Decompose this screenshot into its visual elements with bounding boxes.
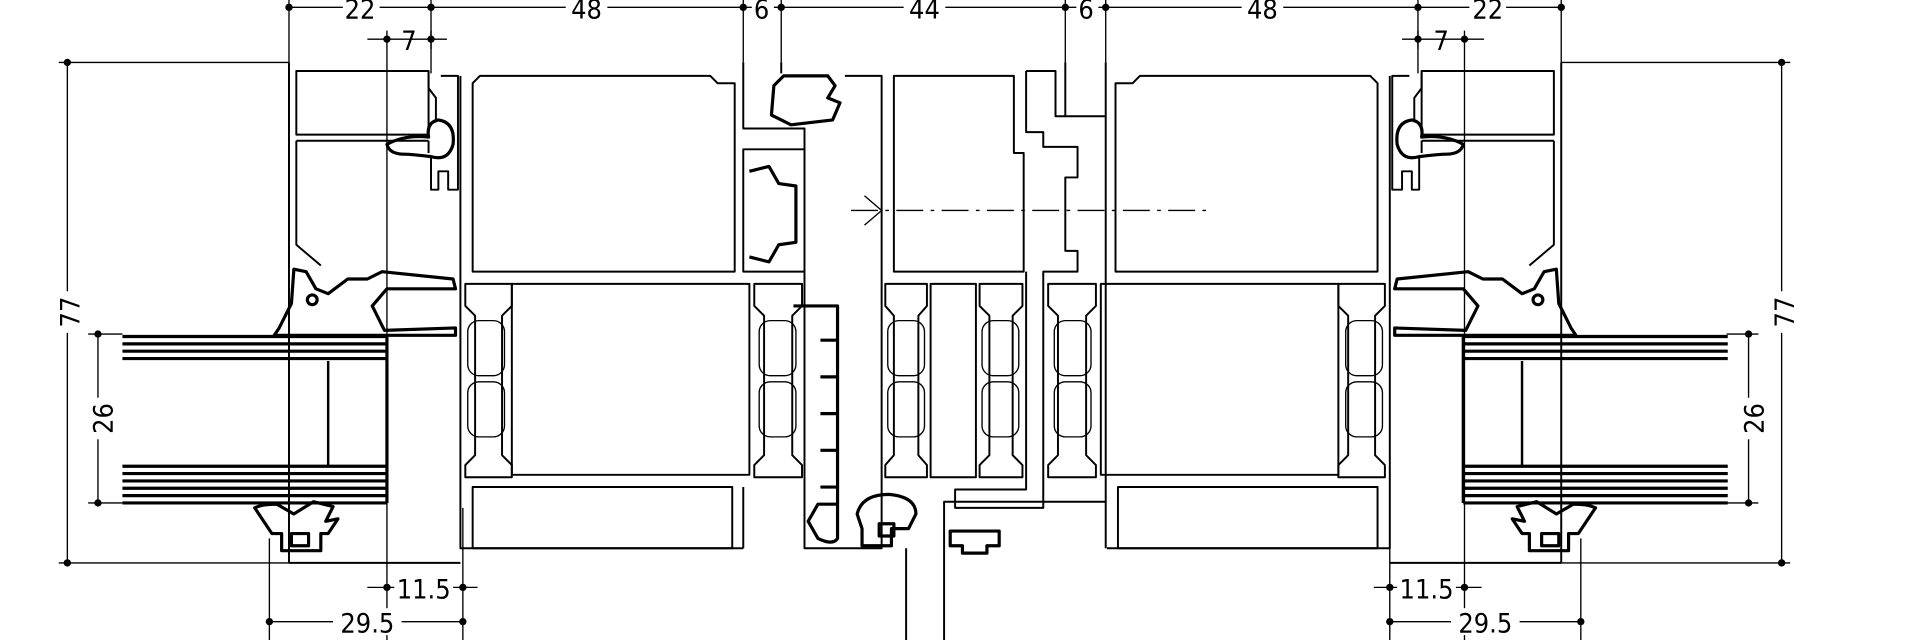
dim-top-4: 44	[909, 0, 940, 25]
dim-outer-left-label: 29.5	[340, 609, 394, 640]
right-frame-and-sash	[1046, 60, 1730, 565]
center-interlock	[742, 62, 1213, 640]
dim-inner-right: 11.5	[1400, 574, 1454, 605]
dim-inner-left: 11.5	[397, 574, 451, 605]
dim-top-1: 22	[345, 0, 376, 25]
dim-height-right: 77	[1770, 297, 1801, 328]
dim-top-5: 6	[1078, 0, 1093, 25]
dim-outer-right: 29.5	[1458, 609, 1512, 640]
dim-overlap-left: 7	[401, 26, 416, 57]
dim-overlap-right: 7	[1434, 26, 1449, 57]
dimension-labels: 22 48 6 44 6 48 22 7 7 77 77 26 26 11.5 …	[56, 0, 1801, 640]
dim-glass-left: 26	[89, 403, 120, 434]
dim-top-3: 6	[754, 0, 769, 25]
dim-glass-right: 26	[1739, 403, 1770, 434]
dim-top-6: 48	[1247, 0, 1278, 25]
dim-height-left: 77	[56, 297, 87, 328]
dim-top-2: 48	[571, 0, 602, 25]
left-frame-and-sash	[120, 60, 804, 565]
dim-top-7: 22	[1472, 0, 1503, 25]
